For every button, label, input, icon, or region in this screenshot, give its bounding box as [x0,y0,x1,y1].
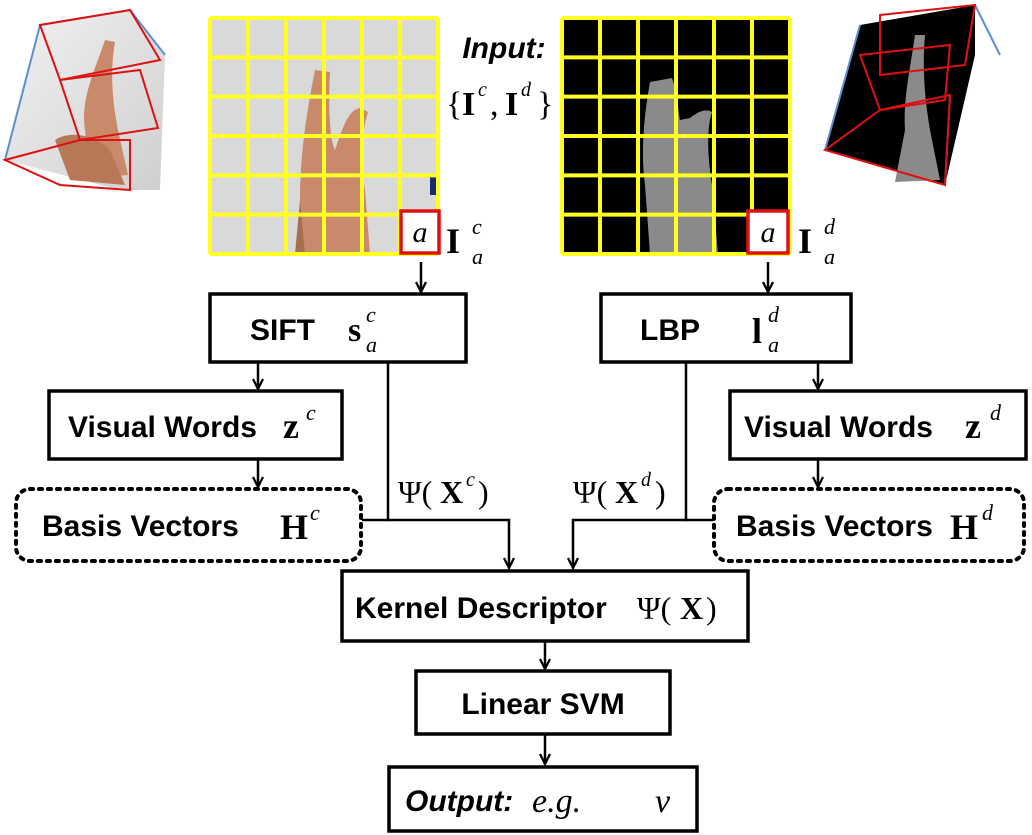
color-image-grid [208,16,440,256]
svg-text:I: I [798,221,812,261]
svg-text:c: c [478,79,487,101]
svg-text:Ψ(: Ψ( [398,474,432,510]
svg-text:a: a [768,332,779,357]
svg-text:a: a [824,244,835,269]
visual-words-color-box: Visual Words z c [47,389,344,461]
depth-pyramid-image [822,3,1001,187]
svg-text:l: l [752,311,762,351]
svg-text:): ) [706,590,717,626]
visual-words-depth-label: Visual Words [744,411,933,444]
kernel-descriptor-box: Kernel Descriptor Ψ( X ) [340,569,750,643]
svg-text:z: z [283,406,299,446]
color-patch-symbol: I c a [446,214,483,269]
basis-vectors-depth-box: Basis Vectors H d [712,487,1026,563]
svg-text:{: { [446,86,462,123]
svg-text:d: d [768,302,780,327]
color-patch-letter: a [413,216,428,249]
output-variable: v [655,783,671,820]
svg-text:c: c [306,400,316,425]
linear-svm-label: Linear SVM [461,688,624,721]
output-example: e.g. [532,783,581,820]
svg-text:Ψ(: Ψ( [573,474,607,510]
output-box: Output: e.g. v [387,765,699,833]
sift-box: SIFT s c a [208,292,468,364]
kernel-descriptor-label: Kernel Descriptor [355,592,607,625]
lbp-box: LBP l d a [599,292,853,364]
input-label-group: Input: { I c , I d } [446,32,553,123]
svg-text:d: d [824,214,836,239]
visual-words-color-label: Visual Words [68,411,257,444]
svg-text:c: c [472,214,482,239]
depth-patch-highlight: a [746,209,790,255]
svg-text:d: d [990,400,1002,425]
visual-words-depth-box: Visual Words z d [728,389,1028,461]
basis-vectors-color-label: Basis Vectors [42,510,239,543]
linear-svm-box: Linear SVM [414,669,672,736]
svg-text:a: a [472,244,483,269]
sift-label: SIFT [250,314,315,347]
psi-color-label: Ψ( X c ) [398,469,489,510]
svg-text:X: X [680,590,703,626]
svg-text:a: a [366,332,377,357]
svg-text:Ψ(: Ψ( [637,590,671,626]
svg-text:d: d [982,500,994,525]
psi-depth-label: Ψ( X d ) [573,469,666,510]
depth-patch-symbol: I d a [798,214,836,269]
svg-text:): ) [655,474,666,510]
svg-text:c: c [310,500,320,525]
color-pyramid-image [2,8,166,192]
svg-text:X: X [440,474,463,510]
svg-text:I: I [462,86,475,123]
svg-text:s: s [348,312,361,349]
output-label: Output: [405,785,513,818]
connectors [258,262,818,764]
svg-text:): ) [478,474,489,510]
color-patch-highlight: a [399,209,441,255]
svg-text:I: I [505,86,518,123]
svg-text:d: d [641,469,652,491]
input-label: Input: [462,32,545,65]
svg-text:z: z [965,406,981,446]
lbp-label: LBP [640,314,700,347]
svg-text:H: H [950,507,978,547]
basis-vectors-depth-label: Basis Vectors [736,510,933,543]
svg-text:,: , [490,86,499,123]
depth-patch-letter: a [761,216,776,249]
svg-text:H: H [280,507,308,547]
svg-text:c: c [466,469,475,491]
svg-text:c: c [366,302,376,327]
svg-text:I: I [446,221,460,261]
svg-text:X: X [615,474,638,510]
svg-text:}: } [537,86,553,123]
svg-text:d: d [521,79,532,101]
basis-vectors-color-box: Basis Vectors H c [14,487,363,563]
